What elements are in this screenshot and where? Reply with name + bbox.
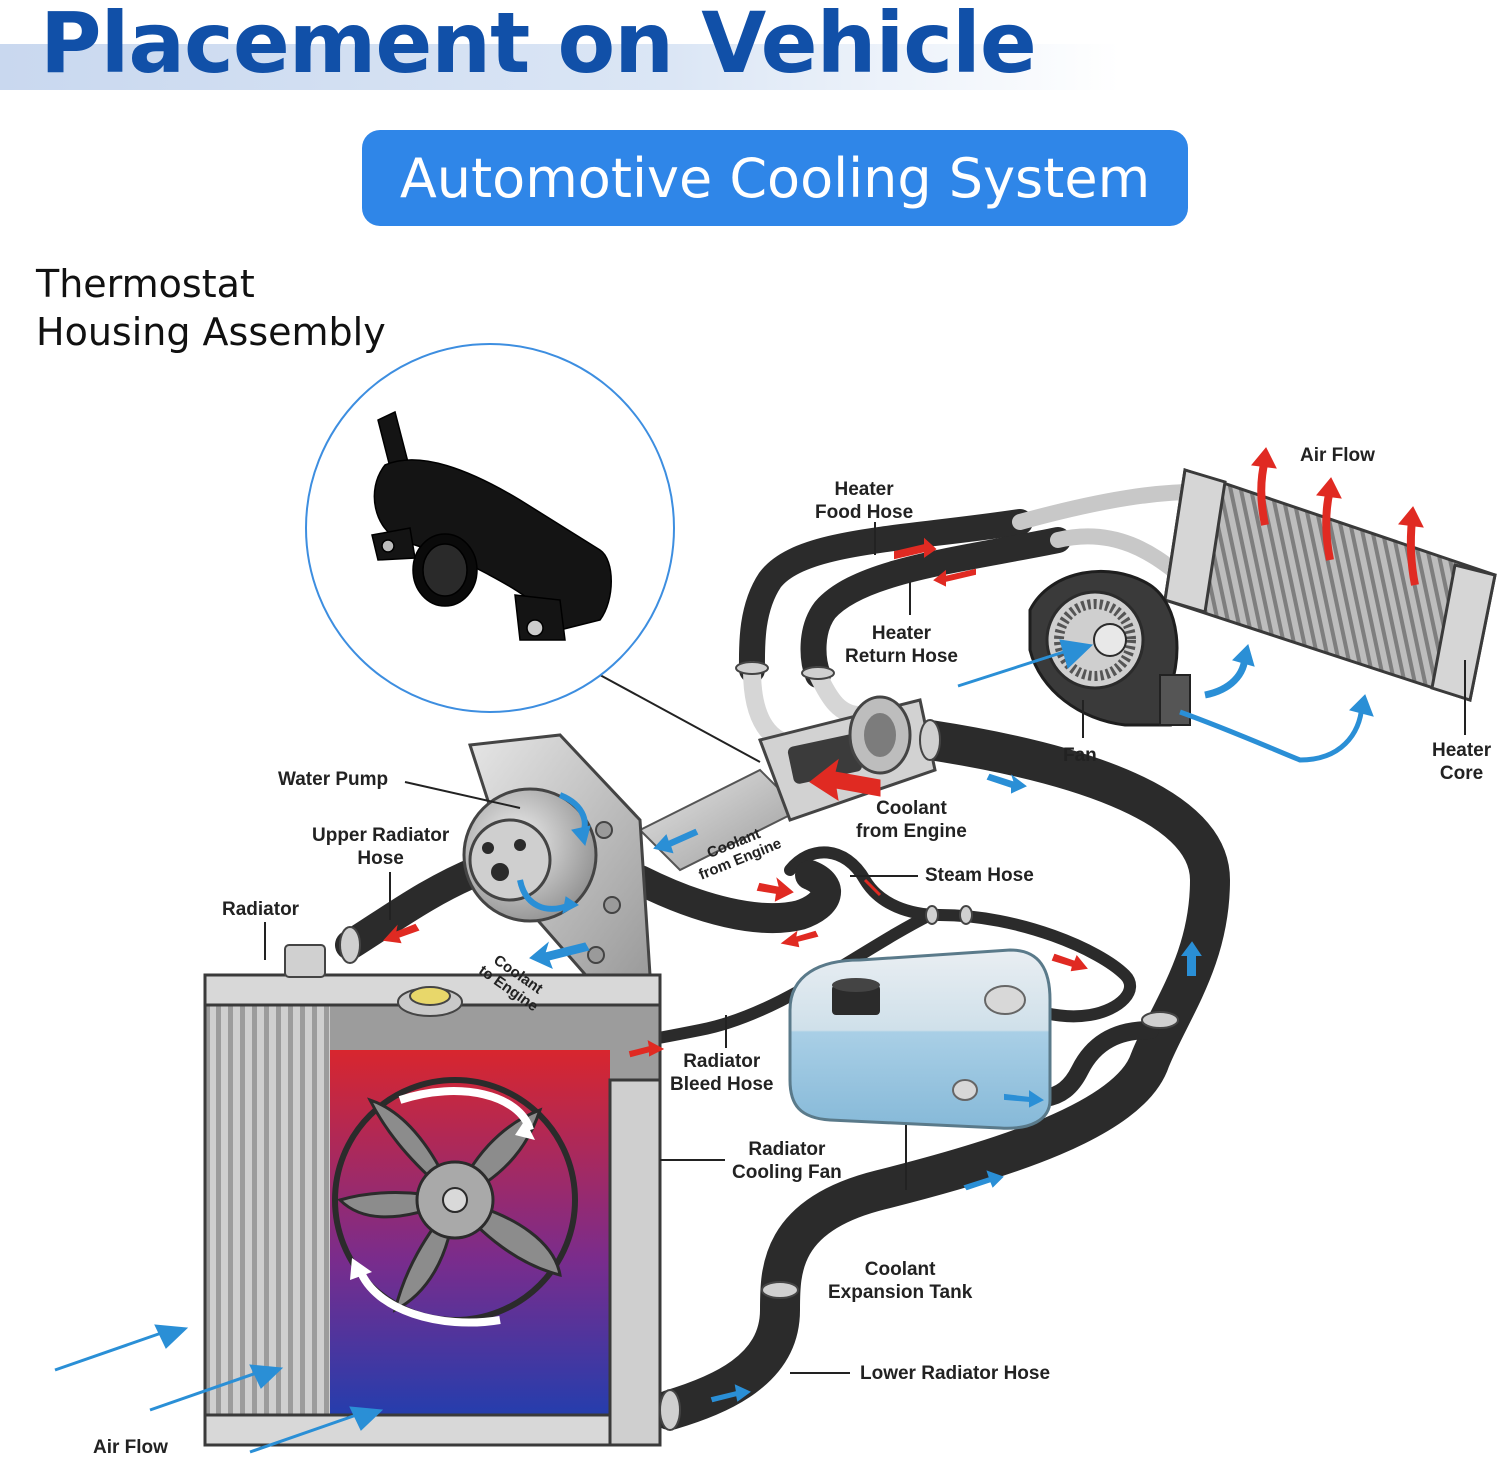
label-heater-core: Heater Core (1432, 739, 1491, 785)
label-upper-radiator-hose-line2: Hose (357, 848, 404, 869)
thermostat-housing-product (371, 410, 612, 641)
page-title: Placement on Vehicle (40, 0, 1037, 92)
hot-arrows (382, 447, 1424, 1058)
label-air-flow-top: Air Flow (1300, 445, 1375, 466)
label-radiator-bleed-hose-line2: Bleed Hose (670, 1074, 774, 1095)
label-coolant-from-engine-line1: Coolant (876, 798, 947, 819)
main-return-hose (650, 720, 1230, 1430)
label-coolant-expansion-tank-line2: Expansion Tank (828, 1282, 973, 1303)
heater-core (1163, 468, 1497, 702)
part-label: Thermostat Housing Assembly (36, 260, 386, 356)
leader-lines (264, 522, 1466, 1374)
water-pump (462, 733, 652, 982)
thermostat-housing (638, 695, 937, 872)
cool-arrows (54, 639, 1374, 1454)
label-air-flow-bottom: Air Flow (93, 1437, 168, 1458)
label-steam-hose: Steam Hose (925, 865, 1034, 886)
label-coolant-from-engine: Coolant from Engine (856, 797, 967, 843)
part-label-line2: Housing Assembly (36, 310, 386, 354)
label-heater-core-line2: Core (1439, 763, 1484, 784)
coolant-expansion-tank (788, 948, 1052, 1130)
radiator-cooling-fan (332, 1077, 578, 1327)
label-heater-food-hose: Heater Food Hose (815, 478, 913, 524)
metal-tube-right (809, 666, 869, 724)
label-radiator: Radiator (222, 899, 300, 920)
upper-radiator-hose (335, 855, 495, 960)
subtitle-text: Automotive Cooling System (399, 146, 1151, 210)
blower-fan (1028, 569, 1191, 727)
label-radiator-bleed-hose-line1: Radiator (683, 1051, 761, 1072)
part-label-line1: Thermostat (36, 262, 255, 306)
label-radiator-cooling-fan-line1: Radiator (748, 1139, 826, 1160)
label-heater-core-line1: Heater (1432, 740, 1492, 761)
subtitle-banner: Automotive Cooling System (362, 130, 1188, 226)
label-coolant-from-engine-line2: from Engine (856, 821, 967, 842)
label-radiator-bleed-hose: Radiator Bleed Hose (670, 1050, 773, 1096)
label-heater-return-hose-line2: Return Hose (845, 646, 958, 667)
label-coolant-expansion-tank-line1: Coolant (864, 1259, 936, 1280)
label-heater-return-hose: Heater Return Hose (845, 622, 958, 668)
heater-food-hose (738, 509, 1033, 683)
label-radiator-cooling-fan-line2: Cooling Fan (732, 1162, 842, 1183)
label-heater-food-hose-line1: Heater (834, 479, 894, 500)
label-fan: Fan (1063, 745, 1097, 766)
label-upper-radiator-hose-line1: Upper Radiator (312, 825, 450, 846)
product-inset (305, 343, 675, 713)
hose-clamps (339, 661, 1179, 1431)
steam-hose (784, 846, 1137, 1023)
label-water-pump: Water Pump (278, 769, 389, 790)
title-highlight-band (0, 44, 1120, 90)
label-heater-food-hose-line2: Food Hose (815, 502, 914, 523)
label-radiator-cooling-fan: Radiator Cooling Fan (732, 1138, 842, 1184)
heater-return-hose (800, 527, 1071, 688)
label-heater-return-hose-line1: Heater (871, 623, 932, 644)
bypass-hose (625, 860, 841, 934)
label-upper-radiator-hose: Upper Radiator Hose (312, 824, 449, 870)
heater-tube-lower (1050, 528, 1188, 583)
label-lower-radiator-hose: Lower Radiator Hose (860, 1363, 1051, 1384)
label-coolant-expansion-tank: Coolant Expansion Tank (828, 1258, 972, 1304)
